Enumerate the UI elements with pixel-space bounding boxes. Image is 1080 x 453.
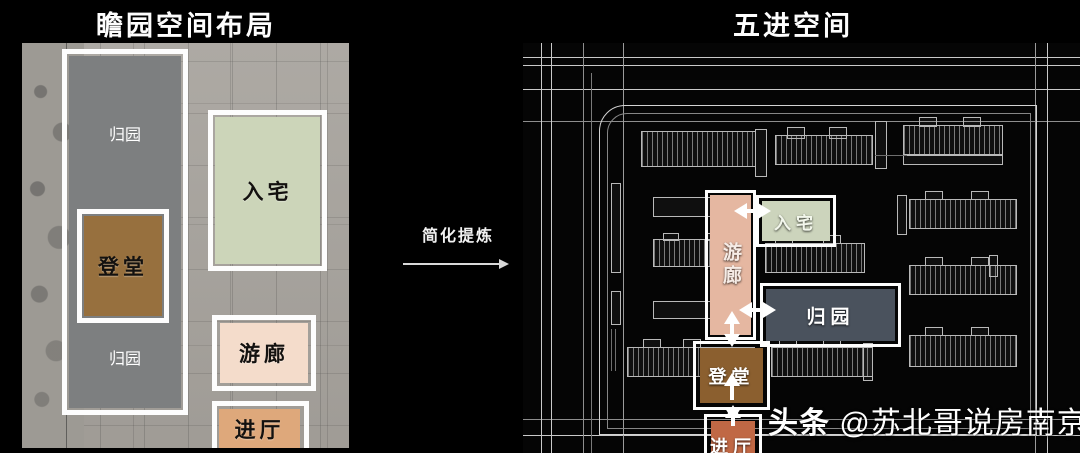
left-zone-guiyuan-bottom-label: 归园 bbox=[108, 351, 141, 368]
transform-label: 简化提炼 bbox=[421, 228, 494, 245]
right-zone-guiyuan-label: 归园 bbox=[806, 306, 855, 328]
cad-building-footprint bbox=[787, 127, 805, 139]
right-zone-guiyuan: 归园 bbox=[766, 289, 895, 341]
watermark: 头条 @苏北哥说房南京 bbox=[768, 398, 1080, 442]
left-zone-ruzhai-label: 入宅 bbox=[242, 179, 293, 204]
cad-building-footprint bbox=[611, 183, 621, 273]
right-zone-jinting: 进厅 bbox=[710, 421, 756, 453]
cad-road-line bbox=[523, 419, 1080, 420]
cad-building-footprint bbox=[829, 127, 847, 139]
cad-road-line bbox=[523, 89, 1080, 90]
cad-building-footprint bbox=[989, 255, 998, 277]
cad-building-footprint bbox=[903, 125, 1003, 155]
left-site-plan: 入宅 登堂 游廊 进厅 归园 归园 bbox=[22, 43, 349, 448]
left-zone-jinting: 进厅 bbox=[219, 409, 300, 448]
left-zone-youlang: 游廊 bbox=[220, 323, 308, 383]
cad-building-footprint bbox=[909, 199, 1017, 229]
right-outline-guiyuan bbox=[760, 283, 901, 347]
cad-building-footprint bbox=[909, 265, 1017, 295]
flow-arrow-down-icon bbox=[725, 408, 741, 421]
cad-road-line bbox=[583, 43, 584, 453]
cad-road-line bbox=[523, 57, 1080, 58]
cad-road-line bbox=[551, 43, 552, 453]
right-zone-jinting-label: 进厅 bbox=[710, 437, 756, 453]
flow-arrow-up-icon bbox=[724, 373, 740, 386]
flow-arrow-down-icon bbox=[724, 334, 740, 347]
cad-building-footprint bbox=[775, 135, 873, 165]
cad-road-line bbox=[523, 435, 1080, 436]
left-zone-guiyuan-bottom-label-wrap: 归园 bbox=[69, 345, 181, 369]
flow-arrow-right-icon bbox=[763, 302, 776, 318]
cad-dimension-tick bbox=[615, 329, 616, 371]
flow-arrow-stem bbox=[730, 326, 734, 336]
cad-road-line bbox=[591, 73, 592, 453]
cad-building-footprint bbox=[909, 335, 1017, 367]
flow-arrow-left-icon bbox=[739, 302, 752, 318]
left-zone-dengtang-label: 登堂 bbox=[98, 255, 148, 279]
left-zone-youlang-label: 游廊 bbox=[239, 342, 289, 366]
cad-dimension-tick bbox=[611, 329, 612, 371]
right-outline-ruzhai bbox=[756, 195, 836, 247]
transform-annotation: 简化提炼 bbox=[403, 222, 513, 269]
cad-building-footprint bbox=[641, 131, 756, 167]
arrow-shaft bbox=[403, 263, 503, 265]
cad-site-boundary bbox=[599, 105, 1037, 435]
right-site-plan: 游廊 入宅 归园 登堂 进厅 bbox=[523, 43, 1080, 453]
left-zone-dengtang: 登堂 bbox=[84, 216, 162, 316]
cad-building-footprint bbox=[971, 327, 989, 336]
flow-arrow-right-icon bbox=[758, 203, 771, 219]
cad-building-footprint bbox=[925, 191, 943, 200]
watermark-handle: @苏北哥说房南京 bbox=[839, 407, 1080, 440]
left-zone-ruzhai: 入宅 bbox=[215, 117, 320, 264]
cad-building-footprint bbox=[971, 191, 989, 200]
cad-building-footprint bbox=[863, 343, 873, 381]
cad-road-line bbox=[1047, 43, 1048, 453]
arrow-head bbox=[499, 259, 509, 269]
cad-building-footprint bbox=[963, 117, 981, 127]
left-outline-dengtang bbox=[77, 209, 169, 323]
flow-arrow-up-icon bbox=[724, 311, 740, 324]
cad-building-footprint bbox=[663, 233, 679, 241]
left-panel-title: 瞻园空间布局 bbox=[96, 11, 276, 41]
flow-arrow-stem bbox=[730, 384, 734, 400]
left-outline-guiyuan bbox=[62, 49, 188, 415]
left-outline-youlang bbox=[212, 315, 316, 391]
left-zone-jinting-label: 进厅 bbox=[234, 418, 285, 442]
cad-building-footprint bbox=[925, 327, 943, 336]
right-zone-ruzhai-label: 入宅 bbox=[774, 213, 818, 233]
cad-building-footprint bbox=[611, 291, 621, 325]
left-zone-guiyuan-top-label: 归园 bbox=[108, 127, 141, 144]
cad-road-line bbox=[523, 121, 1080, 122]
watermark-brand: 头条 bbox=[768, 407, 830, 440]
cad-road-line bbox=[523, 65, 1080, 66]
cad-building-footprint bbox=[765, 243, 865, 273]
flow-arrow-left-icon bbox=[734, 203, 747, 219]
right-zone-youlang-label: 游廊 bbox=[720, 242, 741, 288]
flow-arrow-stem bbox=[731, 416, 735, 426]
left-outline-jinting bbox=[212, 401, 309, 448]
cad-building-footprint bbox=[875, 121, 887, 169]
cad-building-footprint bbox=[903, 155, 1003, 165]
flow-arrow-stem bbox=[730, 322, 734, 330]
left-zone-guiyuan-top-label-wrap: 归园 bbox=[69, 121, 181, 145]
cad-building-footprint bbox=[643, 339, 661, 348]
flow-arrow-stem bbox=[747, 209, 755, 213]
cad-building-footprint bbox=[771, 347, 873, 377]
cad-road-line bbox=[1035, 43, 1036, 453]
cad-building-footprint bbox=[919, 117, 937, 127]
right-arrow-icon bbox=[403, 259, 513, 269]
cad-building-footprint bbox=[971, 257, 989, 266]
cad-dimension-tick bbox=[875, 155, 907, 156]
cad-building-footprint bbox=[755, 129, 767, 177]
right-panel-title: 五进空间 bbox=[733, 11, 853, 41]
cad-road-line bbox=[623, 43, 624, 453]
right-zone-ruzhai: 入宅 bbox=[762, 201, 830, 241]
left-outline-ruzhai bbox=[208, 110, 327, 271]
cad-building-footprint bbox=[897, 195, 907, 235]
cad-site-boundary-inner bbox=[607, 113, 1031, 429]
cad-road-line bbox=[541, 43, 542, 453]
flow-arrow-stem bbox=[752, 308, 760, 312]
cad-building-footprint bbox=[925, 257, 943, 266]
